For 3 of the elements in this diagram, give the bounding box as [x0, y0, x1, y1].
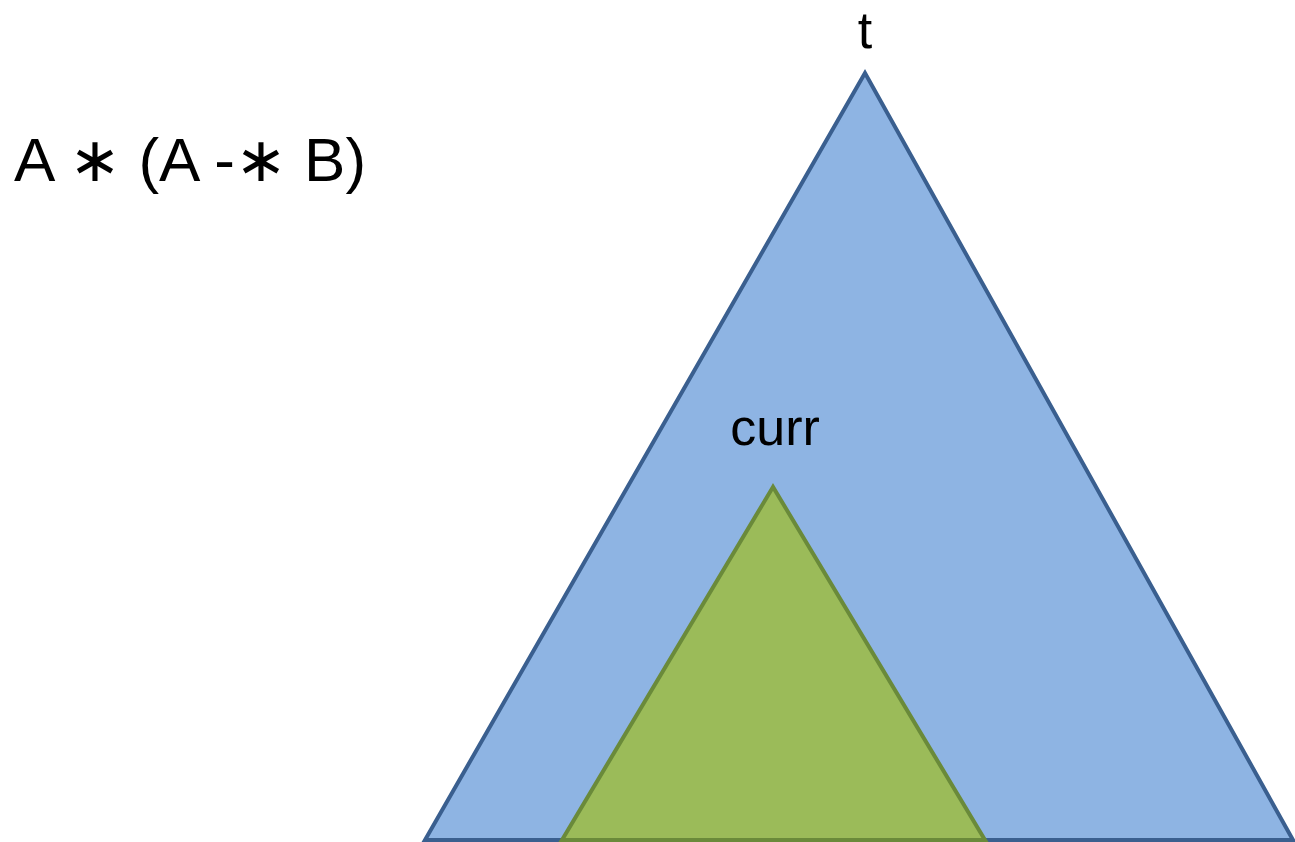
- node-label: t: [857, 0, 873, 60]
- formula-text: A ∗ (A -∗ B): [14, 125, 367, 195]
- node-label: curr: [730, 397, 820, 457]
